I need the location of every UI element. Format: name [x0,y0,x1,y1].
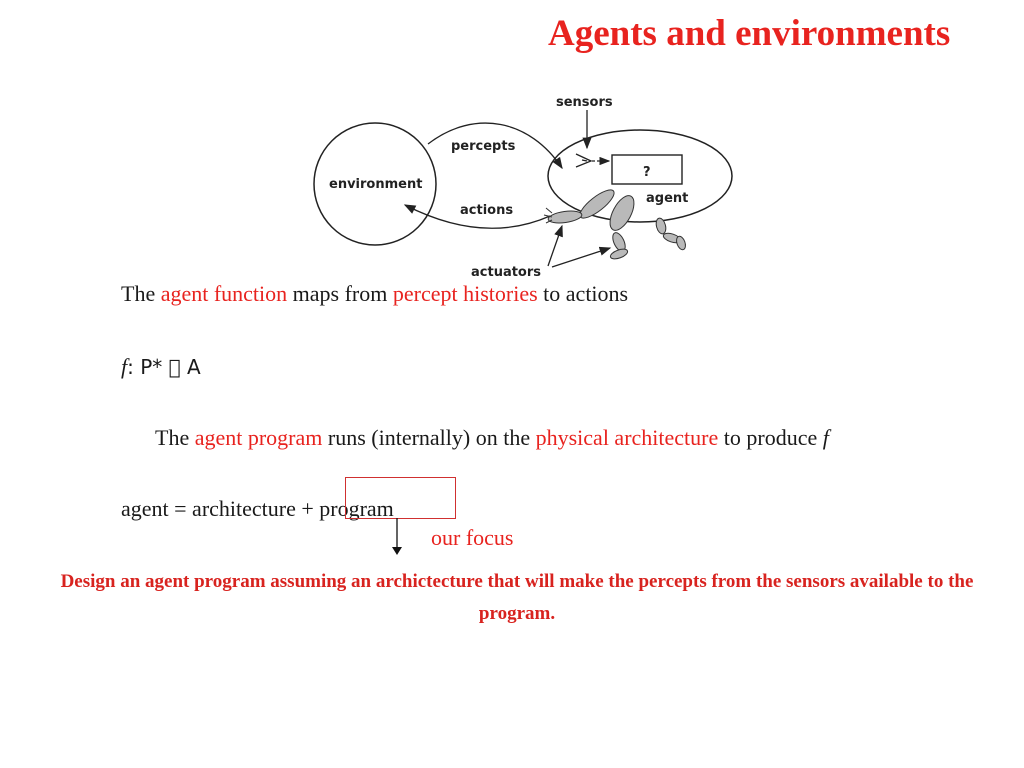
percept-histories-term: percept histories [392,281,538,306]
design-note: Design an agent program assuming an arch… [60,571,974,624]
percepts-arrow [427,122,563,170]
agent-ellipse [547,129,733,223]
percepts-label: percepts [451,139,516,154]
agent-label: agent [646,191,688,206]
agent-equation-line: agent = architecture + program [121,496,394,521]
agent-program-term: agent program [194,425,323,450]
agent-environment-diagram: sensors percepts environment actions ? a… [313,95,733,280]
physical-architecture-term: physical architecture [535,425,719,450]
actuators-label: actuators [471,265,541,280]
eye-icon [575,153,593,168]
program-highlight-box [345,477,456,519]
slide-title: Agents and environments [548,13,951,54]
actions-label: actions [460,203,513,218]
actuators-arrow-2 [551,246,612,268]
agent-program-box [611,154,683,185]
actuators-arrow-1 [547,224,563,267]
agent-function-line: The agent function maps from percept his… [121,281,629,306]
environment-circle [313,122,437,246]
actuator-limbs [547,189,686,260]
function-signature-line: f: P*  A [121,354,201,379]
our-focus-label: our focus [431,525,514,550]
agent-function-term: agent function [160,281,288,306]
environment-label: environment [329,177,422,192]
agent-program-line: The agent program runs (internally) on t… [155,425,829,450]
actions-arrow [403,204,551,229]
focus-arrow [392,518,402,555]
unknown-label: ? [643,165,651,180]
sensors-label: sensors [556,95,613,110]
